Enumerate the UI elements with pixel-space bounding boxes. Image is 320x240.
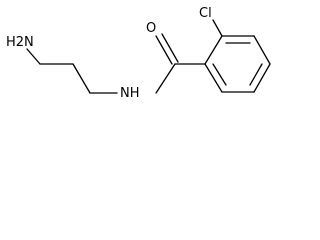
ring-bond-1 [204,35,223,65]
ring-double-bond-2 [249,63,263,86]
bond-carbonyl-oxygen-double [161,33,179,63]
bond-ring-chlorine [212,19,223,37]
ring-double-bond-3 [212,63,227,86]
chemical-structure: H2N NH O Cl [6,6,271,101]
bond-carbonyl-oxygen [155,35,173,65]
ring-bond-4 [253,63,271,93]
ring-bond-6 [204,63,223,93]
bond-c2-c3 [72,63,91,94]
amide-nitrogen-label: NH [120,86,140,101]
ring-bond-3 [253,35,271,65]
carbonyl-oxygen-label: O [146,21,156,36]
bond-amine-c1 [26,48,41,65]
chlorine-label: Cl [199,6,212,21]
bond-n-carbonyl [155,63,176,94]
amine-label: H2N [6,35,34,50]
